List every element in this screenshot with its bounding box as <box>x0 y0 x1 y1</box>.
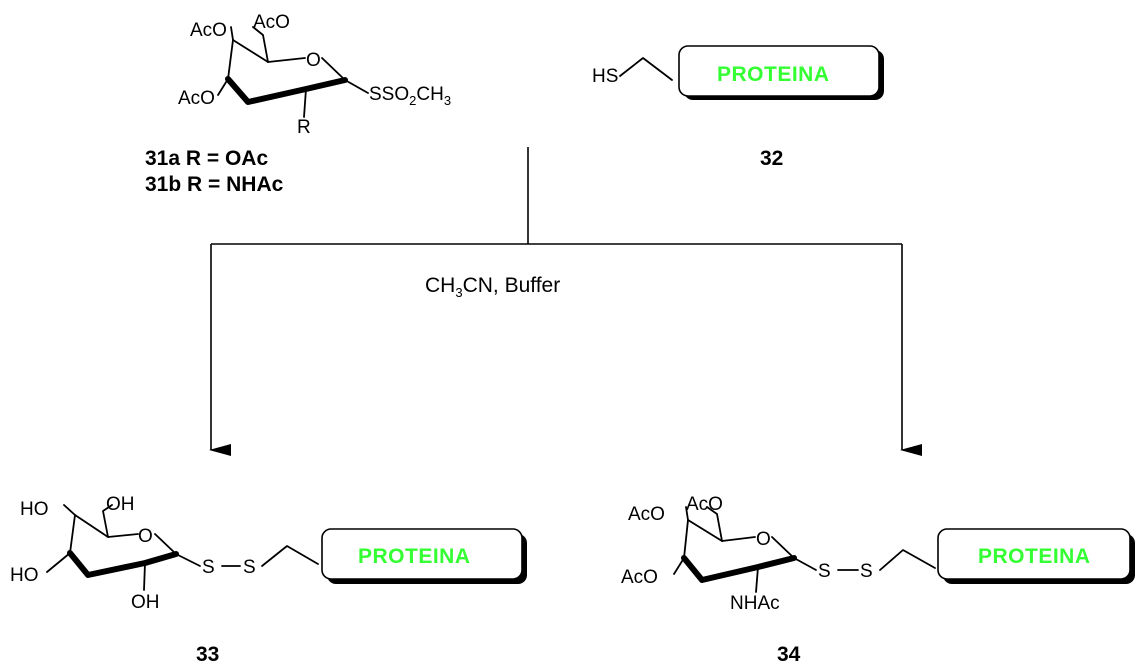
ring-31 <box>217 26 369 118</box>
compound-caption-33: 33 <box>196 643 219 666</box>
sulfur-label: S <box>202 557 215 578</box>
acetamido-label: NHAc <box>730 593 780 614</box>
ring-33 <box>46 504 319 591</box>
protein-box: PROTEINA <box>678 45 884 100</box>
compound-31: AcO AcO AcO O R SSO2CH3 31a R = OAc 31b … <box>145 12 451 196</box>
sulfur-label: S <box>243 557 256 578</box>
acetoxy-label: AcO <box>686 494 723 515</box>
hydroxyl-label: HO <box>20 499 49 520</box>
sulfur-label: S <box>860 561 873 582</box>
protein-label: PROTEINA <box>717 63 830 86</box>
protein-label: PROTEINA <box>358 545 471 568</box>
hydroxyl-label: HO <box>10 565 39 586</box>
reaction-conditions: CH3CN, Buffer <box>425 274 560 300</box>
acetoxy-label: AcO <box>190 20 227 41</box>
ring-34 <box>673 506 936 593</box>
compound-33: HO OH O HO OH S S PROTEINA 33 <box>10 494 527 666</box>
thiosulfonate-label: SSO2CH3 <box>369 84 451 108</box>
compound-caption-32: 32 <box>760 147 783 170</box>
reaction-arrows <box>209 147 922 456</box>
compound-caption-31b: 31b R = NHAc <box>145 173 284 196</box>
ring-oxygen-label: O <box>306 50 321 71</box>
protein-box: PROTEINA <box>321 528 527 584</box>
thiol-linker <box>619 57 673 81</box>
hydroxyl-label: OH <box>106 494 135 515</box>
compound-caption-34: 34 <box>777 643 801 666</box>
r-group-label: R <box>297 117 311 138</box>
ring-oxygen-label: O <box>138 526 153 547</box>
protein-box: PROTEINA <box>937 528 1135 584</box>
compound-34: AcO AcO O AcO NHAc S S PROTEINA 34 <box>621 494 1135 666</box>
protein-label: PROTEINA <box>978 545 1091 568</box>
thiol-label: HS <box>592 66 618 87</box>
acetoxy-label: AcO <box>253 12 290 33</box>
ring-oxygen-label: O <box>756 529 771 550</box>
compound-32: HS PROTEINA 32 <box>592 45 884 170</box>
sulfur-label: S <box>818 561 831 582</box>
acetoxy-label: AcO <box>621 567 658 588</box>
acetoxy-label: AcO <box>178 88 215 109</box>
hydroxyl-label: OH <box>131 592 160 613</box>
acetoxy-label: AcO <box>628 504 665 525</box>
compound-caption-31a: 31a R = OAc <box>145 147 268 170</box>
